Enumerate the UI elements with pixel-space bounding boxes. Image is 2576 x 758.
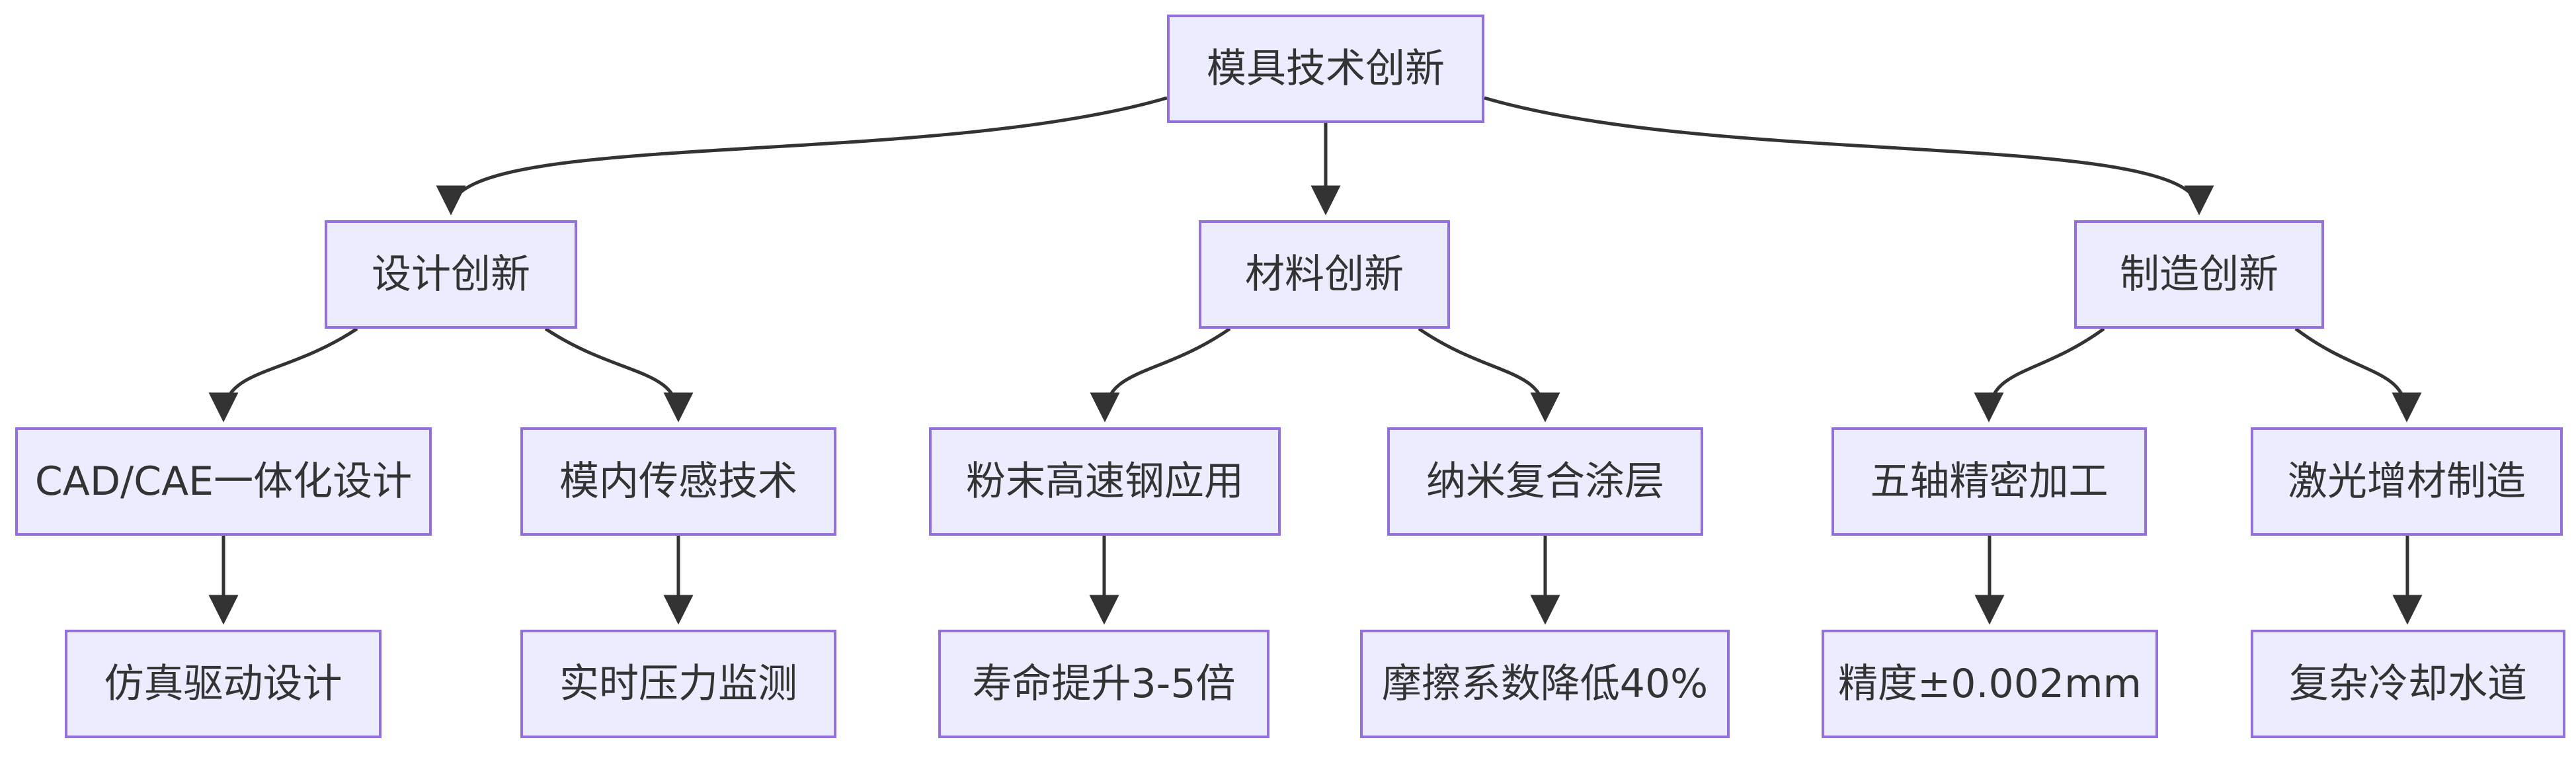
edge-design-to-in-mold-sensing — [544, 327, 694, 423]
edge-material-to-nano-coating — [1418, 327, 1560, 423]
node-powder-hss-label: 粉末高速钢应用 — [966, 458, 1244, 505]
node-five-axis-machining: 五轴精密加工 — [1831, 427, 2147, 536]
node-laser-additive-manufacturing: 激光增材制造 — [2251, 427, 2563, 536]
node-in-mold-sensing: 模内传感技术 — [520, 427, 836, 536]
node-material-label: 材料创新 — [1245, 251, 1404, 298]
node-five-axis-label: 五轴精密加工 — [1870, 458, 2109, 505]
node-life-improve-label: 寿命提升3-5倍 — [972, 661, 1236, 707]
node-friction-reduce-label: 摩擦系数降低40% — [1381, 661, 1709, 707]
node-life-improvement-3-5x: 寿命提升3-5倍 — [938, 630, 1269, 738]
node-in-mold-sensing-label: 模内传感技术 — [559, 458, 797, 505]
edge-root-to-design — [436, 96, 1168, 216]
node-cad-cae-integrated-design: CAD/CAE一体化设计 — [15, 427, 432, 536]
node-cooling-channel-label: 复杂冷却水道 — [2289, 661, 2527, 707]
node-nano-coating-label: 纳米复合涂层 — [1426, 458, 1664, 505]
edge-root-to-manufacturing — [1484, 96, 2214, 216]
node-precision-label: 精度±0.002mm — [1838, 661, 2142, 707]
node-simulation-driven-design: 仿真驱动设计 — [65, 630, 382, 738]
edge-design-to-cad-cae — [208, 327, 358, 423]
node-precision-0002mm: 精度±0.002mm — [1822, 630, 2158, 738]
node-complex-cooling-channels: 复杂冷却水道 — [2251, 630, 2565, 738]
node-design-innovation: 设计创新 — [325, 220, 577, 329]
edge-manufacturing-to-laser-am — [2294, 327, 2422, 423]
node-cad-cae-label: CAD/CAE一体化设计 — [34, 458, 413, 505]
node-manufacturing-innovation: 制造创新 — [2074, 220, 2324, 329]
node-powder-hss-application: 粉末高速钢应用 — [929, 427, 1281, 536]
node-design-label: 设计创新 — [372, 251, 530, 298]
edge-material-to-powder-hss — [1090, 327, 1231, 423]
node-root-label: 模具技术创新 — [1207, 46, 1445, 92]
node-realtime-pressure-monitoring: 实时压力监测 — [520, 630, 836, 738]
node-nano-composite-coating: 纳米复合涂层 — [1387, 427, 1703, 536]
node-laser-am-label: 激光增材制造 — [2288, 458, 2526, 505]
node-simulation-label: 仿真驱动设计 — [104, 661, 342, 707]
node-root-mold-tech-innovation: 模具技术创新 — [1167, 15, 1484, 123]
node-realtime-pressure-label: 实时压力监测 — [559, 661, 797, 707]
node-manufacturing-label: 制造创新 — [2120, 251, 2278, 298]
node-friction-reduction-40: 摩擦系数降低40% — [1360, 630, 1730, 738]
edge-manufacturing-to-five-axis — [1974, 327, 2105, 423]
node-material-innovation: 材料创新 — [1199, 220, 1450, 329]
